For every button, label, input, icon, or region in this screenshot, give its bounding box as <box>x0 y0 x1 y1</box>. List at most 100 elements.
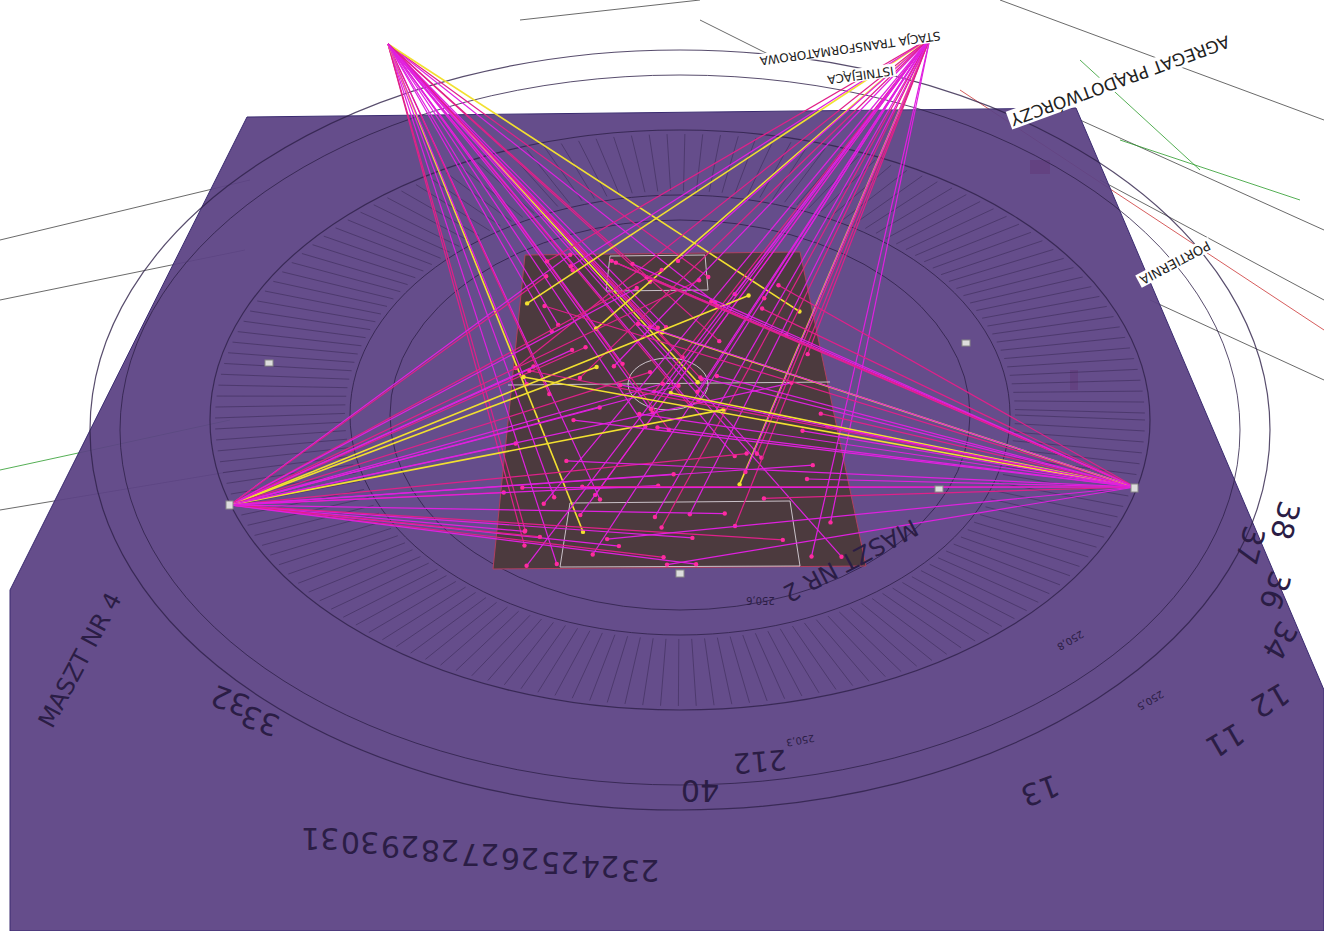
aiming-line <box>522 486 1135 488</box>
stand-row <box>472 615 530 675</box>
pitch-markings <box>508 255 830 567</box>
aiming-line <box>616 263 1135 487</box>
aim-point <box>762 496 766 500</box>
stand-row <box>915 216 1006 255</box>
aiming-line <box>638 324 1135 487</box>
aim-point <box>542 501 546 505</box>
aim-point <box>695 380 699 384</box>
aim-point <box>568 253 572 257</box>
aim-point <box>800 429 804 433</box>
aim-point <box>698 375 702 379</box>
aim-point <box>746 293 750 297</box>
aim-point <box>819 411 823 415</box>
aim-point <box>521 375 525 379</box>
stand-row <box>865 182 937 229</box>
stand-row <box>257 301 375 322</box>
aim-point <box>522 543 526 547</box>
aim-point <box>594 365 598 369</box>
aiming-line <box>230 505 696 564</box>
aim-point <box>706 275 710 279</box>
aim-point <box>522 529 526 533</box>
stand-row <box>912 577 1002 627</box>
aim-point <box>637 412 641 416</box>
aiming-line <box>388 44 645 427</box>
aiming-line <box>388 44 715 303</box>
stand-row <box>921 571 1015 619</box>
plan-label: ISTNIEJĄCA <box>824 64 896 87</box>
aim-point <box>655 425 659 429</box>
ground-plane <box>10 108 1324 931</box>
plan-number: 212 <box>732 742 788 777</box>
aim-point <box>564 459 568 463</box>
stand-row <box>684 134 685 191</box>
aim-point <box>805 352 809 356</box>
plan-number: 23 <box>621 854 659 887</box>
plan-number: 31 <box>301 822 339 855</box>
aim-point <box>612 364 616 368</box>
aim-point <box>695 390 699 394</box>
stand-row <box>348 220 441 258</box>
stadium-outline <box>90 50 1270 810</box>
stand-row <box>755 633 784 698</box>
aiming-line <box>545 306 1135 487</box>
floodlight-masts <box>226 340 1138 577</box>
aim-point <box>659 525 663 529</box>
stand-row <box>1007 359 1134 367</box>
aiming-line <box>388 44 735 456</box>
aim-point <box>648 370 652 374</box>
aiming-line <box>697 38 930 392</box>
aim-point <box>694 562 698 566</box>
aim-point <box>665 562 669 566</box>
plan-number: 24 <box>581 850 619 883</box>
aiming-line <box>547 38 930 261</box>
plan-number: 26 <box>501 842 539 875</box>
stand-row <box>1012 380 1141 384</box>
aim-point <box>578 513 582 517</box>
stand-row <box>1001 337 1125 350</box>
stand-row <box>1015 410 1145 413</box>
aiming-line <box>745 38 930 472</box>
aim-point <box>523 529 527 533</box>
aim-point <box>723 511 727 515</box>
aim-point <box>755 452 759 456</box>
aim-point <box>578 376 582 380</box>
aim-point <box>520 485 524 489</box>
aim-point <box>809 554 813 558</box>
stand-row <box>828 616 885 677</box>
stand-row <box>456 611 519 670</box>
stand-row <box>441 607 508 665</box>
stand-row <box>980 515 1096 548</box>
stand-row <box>279 528 391 564</box>
stand-row <box>974 522 1088 557</box>
stand-row <box>288 536 398 574</box>
plan-number: 28 <box>421 834 459 867</box>
stand-row <box>954 544 1060 585</box>
aiming-line <box>580 38 930 378</box>
aim-point <box>605 537 609 541</box>
plan-number: 36 <box>1253 566 1297 613</box>
aiming-line <box>388 44 719 341</box>
aim-point <box>828 520 832 524</box>
aim-point <box>805 477 809 481</box>
aiming-line <box>764 38 930 298</box>
stand-row <box>661 639 666 706</box>
aim-point <box>737 482 741 486</box>
aiming-line <box>614 38 930 366</box>
stand-row <box>320 557 421 601</box>
stand-row <box>250 311 370 330</box>
stand-row <box>1014 401 1144 402</box>
stand-row <box>938 558 1038 603</box>
stand-row <box>331 563 429 609</box>
aiming-line <box>230 296 749 505</box>
stand-row <box>976 287 1091 311</box>
aiming-line <box>230 367 597 505</box>
aim-point <box>653 515 657 519</box>
stand-row <box>1013 391 1142 392</box>
stand-row <box>1010 369 1138 375</box>
stand-row <box>970 277 1083 303</box>
aiming-line <box>612 261 1135 487</box>
stand-row <box>309 550 413 592</box>
aim-point <box>609 259 613 263</box>
aiming-line <box>639 414 1135 487</box>
